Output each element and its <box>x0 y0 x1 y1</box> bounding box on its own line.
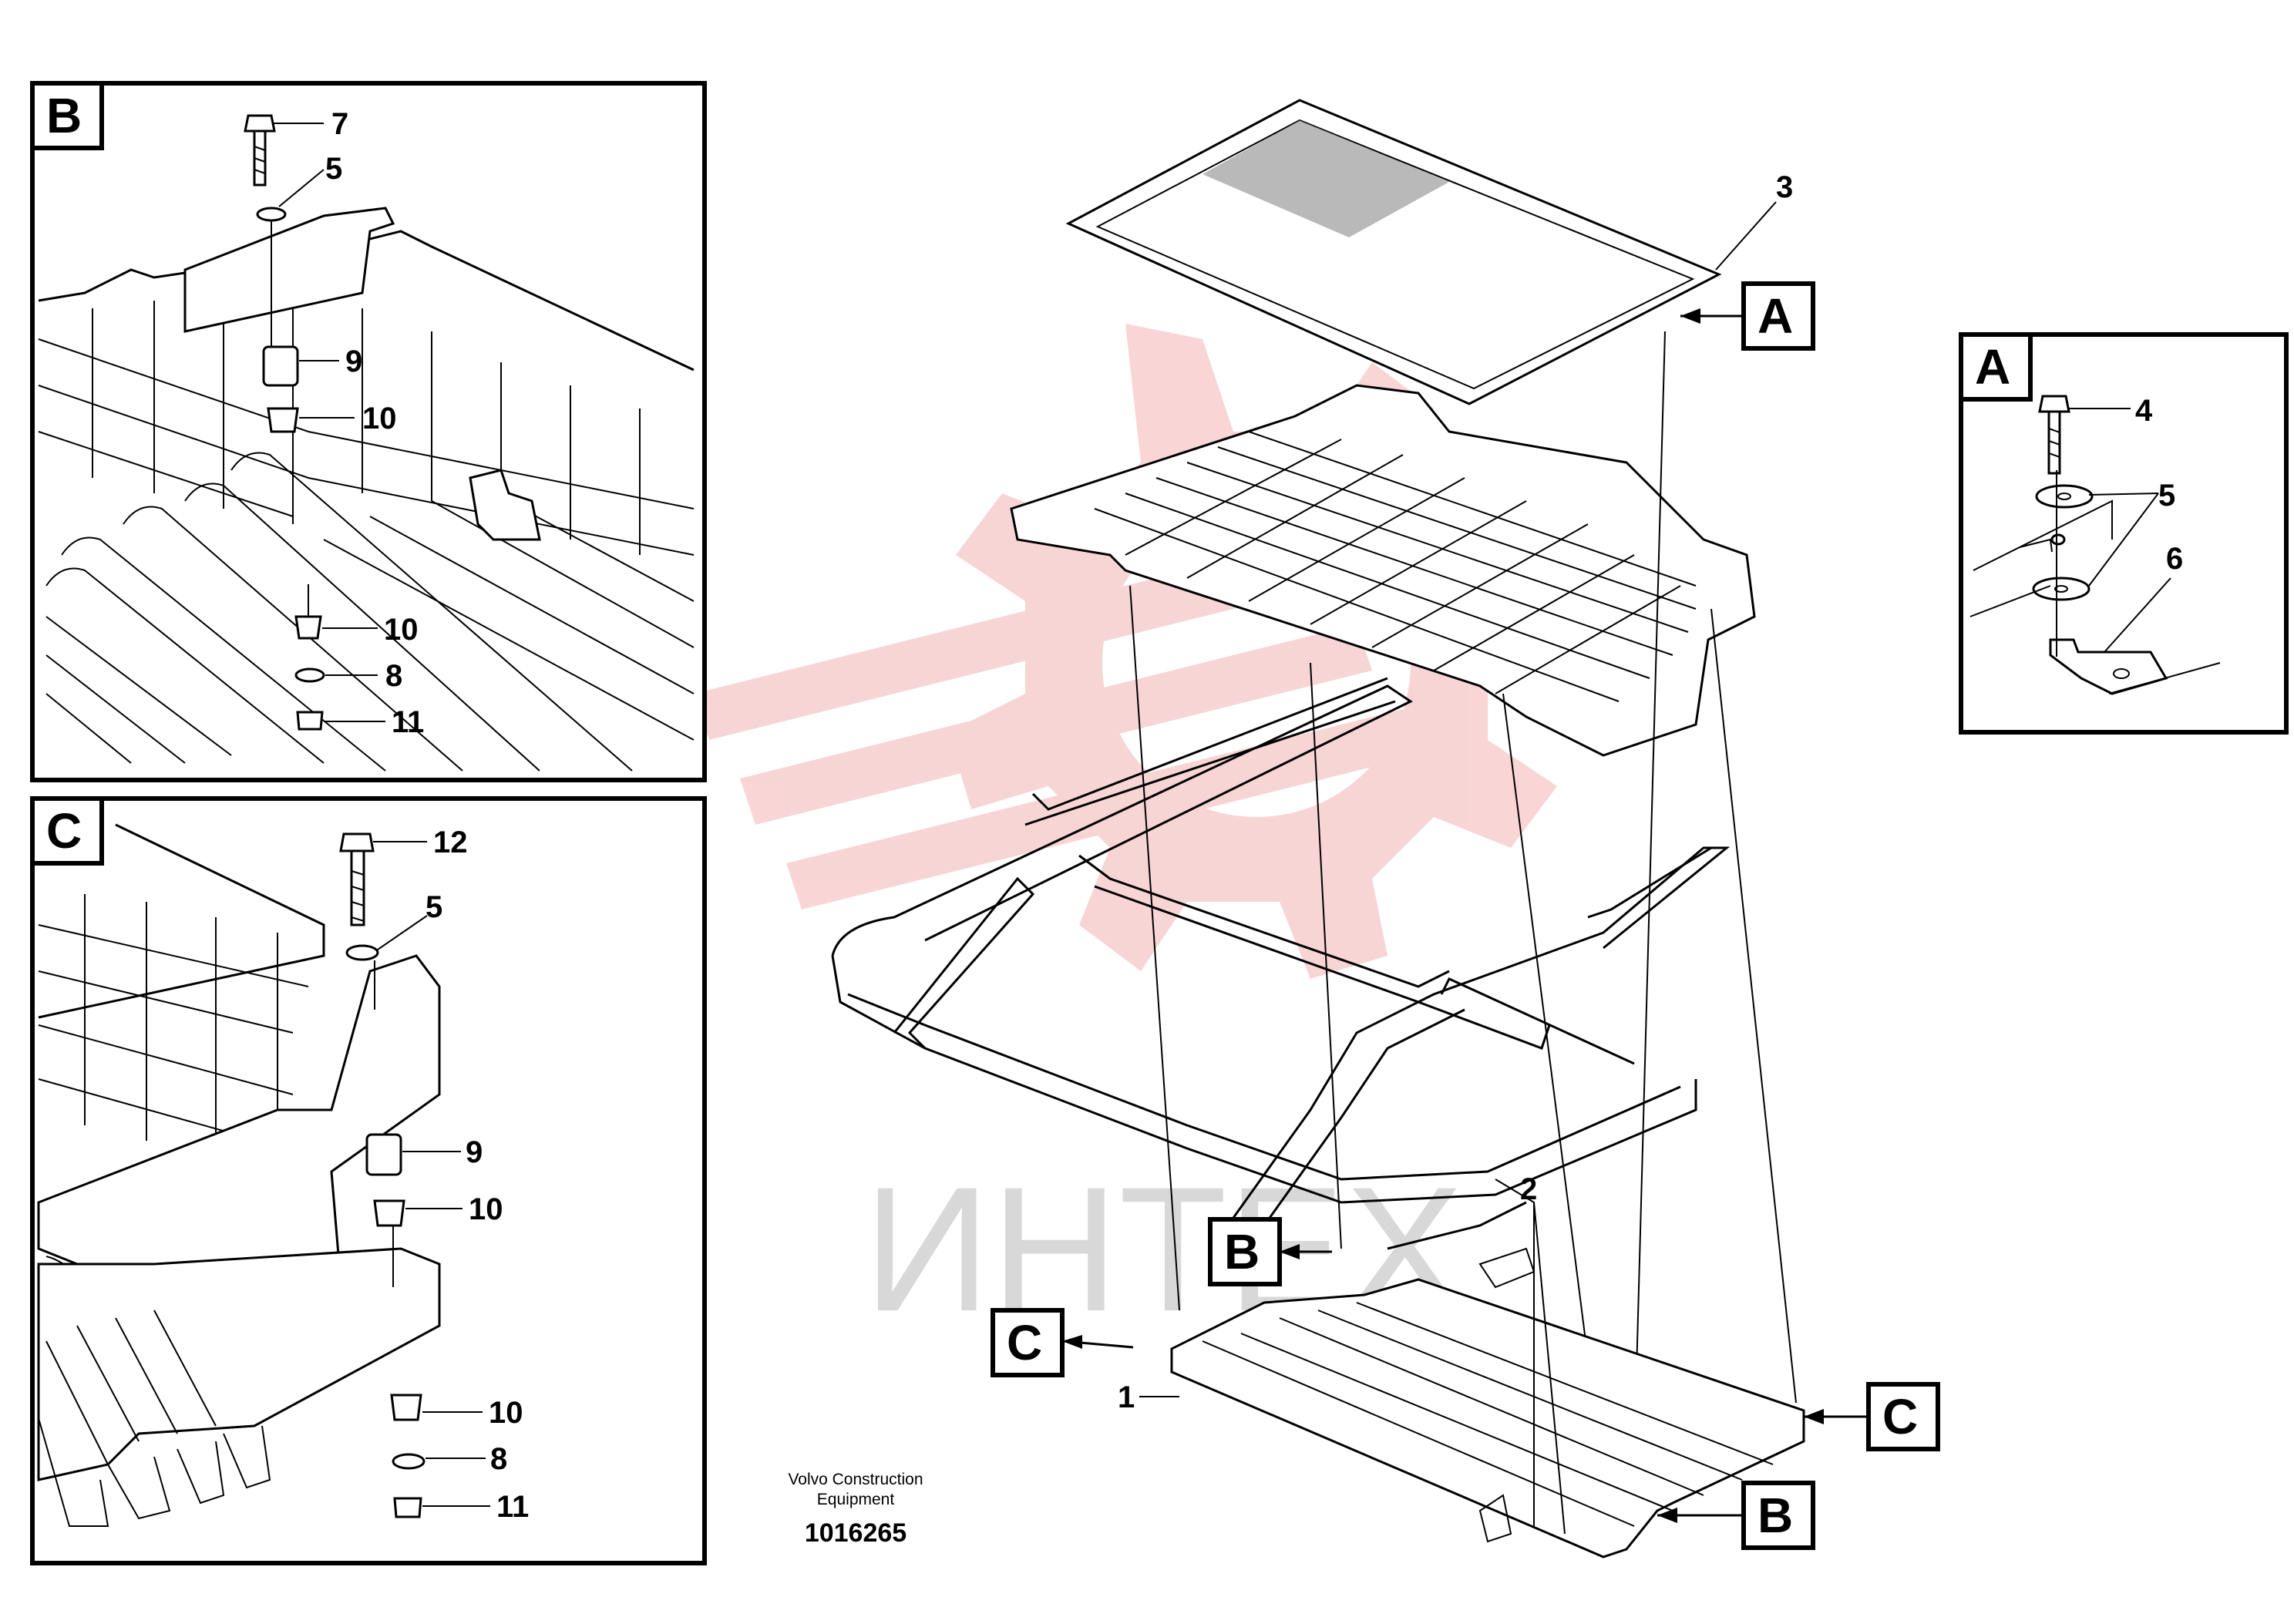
callout-main-2: 2 <box>1520 1172 1537 1206</box>
detail-c-spacer-9 <box>365 1133 402 1176</box>
callout-b-10a: 10 <box>362 402 397 435</box>
watermark-stripe-3 <box>786 709 1418 910</box>
leader-main-3 <box>1715 201 1777 271</box>
detail-b-washer-5 <box>256 207 287 222</box>
leader-a-6 <box>2104 577 2171 653</box>
leader-b-5 <box>278 169 325 207</box>
main-marker-b-upper: B <box>1224 1224 1260 1279</box>
detail-a-washer-5-lower <box>2032 577 2090 601</box>
callout-main-1: 1 <box>1118 1380 1135 1414</box>
grid-frame-cover <box>1010 384 1756 757</box>
detail-c-bolt-12 <box>339 832 375 926</box>
support-frame <box>831 677 1731 1250</box>
main-marker-c-right-box <box>1866 1382 1940 1451</box>
detail-c-washer-5 <box>345 944 379 961</box>
callout-b-7: 7 <box>331 107 348 141</box>
main-marker-b-lower: B <box>1758 1488 1793 1543</box>
leader-main-2 <box>1495 1178 1566 1535</box>
part-3-screen <box>1065 99 1722 405</box>
callout-c-12: 12 <box>433 825 468 859</box>
detail-b-grommet-10-lower <box>294 615 322 640</box>
main-marker-c-right: C <box>1882 1389 1918 1444</box>
detail-b-radiator <box>45 452 695 772</box>
main-assembly: A B C C B 3 2 1 <box>831 99 1940 1558</box>
callout-b-10b: 10 <box>384 613 419 647</box>
detail-a-hole <box>2050 533 2066 546</box>
detail-box-c-label: C <box>46 803 82 859</box>
detail-box-b-frame <box>30 81 707 782</box>
main-marker-b-lower-box <box>1741 1481 1815 1550</box>
detail-c-grommet-10 <box>373 1199 405 1227</box>
detail-b-bolt-7 <box>244 114 276 187</box>
drawing-caption: Volvo Construction Equipment 1016265 <box>788 1471 923 1548</box>
detail-b-nut-11 <box>296 711 324 731</box>
detail-box-c: 12 5 9 10 10 8 11 C <box>30 796 707 1565</box>
leader-c-5 <box>377 915 428 950</box>
detail-b-grid <box>38 207 695 556</box>
detail-box-a-label: A <box>1975 339 2010 395</box>
callout-c-5: 5 <box>426 890 442 924</box>
callout-b-8: 8 <box>385 659 402 693</box>
callout-b-5: 5 <box>325 152 342 186</box>
detail-box-b-label: B <box>46 88 82 143</box>
detail-c-washer-8 <box>392 1453 426 1470</box>
part-1-radiator <box>1170 1247 1805 1558</box>
detail-a-washer-5-upper <box>2035 484 2094 509</box>
main-marker-b-upper-box <box>1208 1217 1282 1286</box>
detail-b-spacer-9 <box>262 345 299 387</box>
detail-box-c-tag <box>30 796 104 866</box>
detail-box-a: 4 5 6 A <box>1959 332 2289 735</box>
detail-c-grommet-10-lower <box>390 1394 422 1421</box>
detail-a-bolt-4 <box>2038 395 2070 475</box>
callout-main-3: 3 <box>1776 170 1793 204</box>
watermark-logo <box>694 324 1565 979</box>
watermark-stripe-1 <box>694 540 1326 740</box>
callout-a-6: 6 <box>2166 542 2183 576</box>
detail-c-radiator <box>37 1247 441 1527</box>
detail-box-a-tag <box>1959 332 2033 402</box>
callout-c-8: 8 <box>490 1442 507 1476</box>
callout-b-9: 9 <box>345 345 362 378</box>
callout-b-11: 11 <box>392 705 424 739</box>
screen-mesh <box>1202 120 1449 237</box>
callout-a-4: 4 <box>2135 394 2153 428</box>
detail-b-grommet-10 <box>267 407 299 433</box>
main-marker-c-left-box <box>991 1308 1065 1377</box>
callout-c-11: 11 <box>496 1490 529 1524</box>
detail-box-b: 7 5 9 10 10 8 11 B <box>30 81 707 782</box>
callout-c-9: 9 <box>466 1135 483 1169</box>
caption-company-line1: Volvo Construction <box>788 1471 923 1488</box>
detail-c-nut-11 <box>393 1497 422 1518</box>
main-marker-c-left: C <box>1007 1315 1042 1370</box>
caption-drawing-number: 1016265 <box>805 1518 906 1548</box>
detail-b-washer-8 <box>294 667 325 683</box>
main-marker-a-box <box>1741 281 1815 351</box>
watermark-stripe-2 <box>740 624 1372 825</box>
detail-box-b-tag <box>30 81 104 150</box>
callout-a-5: 5 <box>2158 479 2175 513</box>
callout-c-10b: 10 <box>489 1396 523 1430</box>
leader-a-5 <box>2088 493 2159 587</box>
main-marker-a: A <box>1758 288 1793 344</box>
detail-a-plate <box>1973 499 2113 571</box>
callout-c-10a: 10 <box>469 1192 503 1226</box>
caption-company-line2: Equipment <box>817 1491 895 1508</box>
